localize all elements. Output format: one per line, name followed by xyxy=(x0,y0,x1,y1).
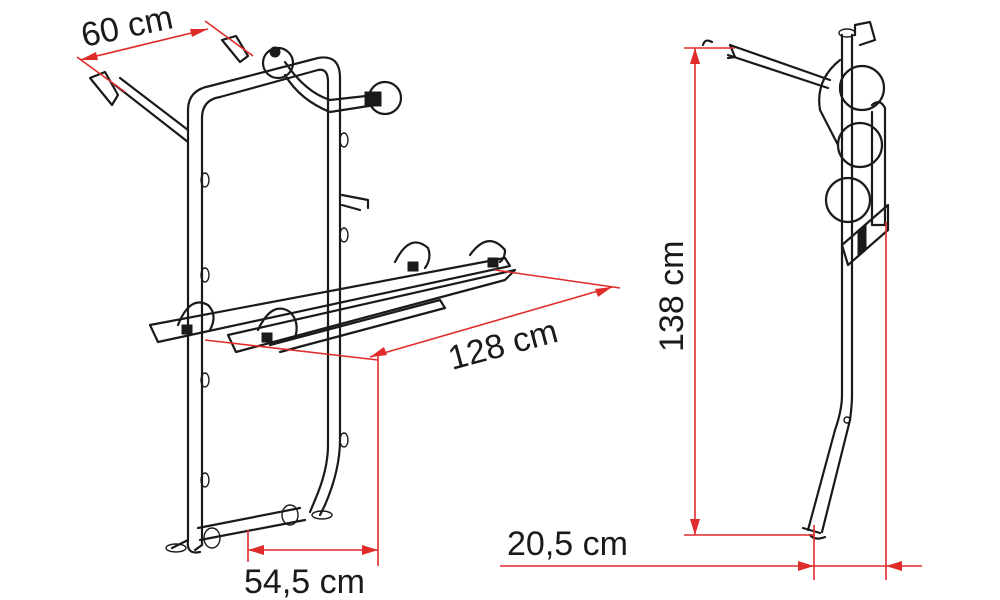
dimension-54-5cm xyxy=(247,352,379,566)
dimension-128cm xyxy=(204,269,621,361)
dimension-60cm xyxy=(76,20,254,93)
dimension-138cm xyxy=(684,47,815,536)
dimension-label-128cm: 128 cm xyxy=(444,312,562,378)
front-view-rack xyxy=(88,34,517,554)
side-view-rack xyxy=(701,20,890,540)
dimension-label-20-5cm: 20,5 cm xyxy=(507,525,628,563)
dimension-label-60cm: 60 cm xyxy=(78,0,176,55)
dimension-20-5cm xyxy=(500,222,922,580)
dimension-label-54-5cm: 54,5 cm xyxy=(244,563,365,600)
dimension-label-138cm: 138 cm xyxy=(653,241,691,353)
